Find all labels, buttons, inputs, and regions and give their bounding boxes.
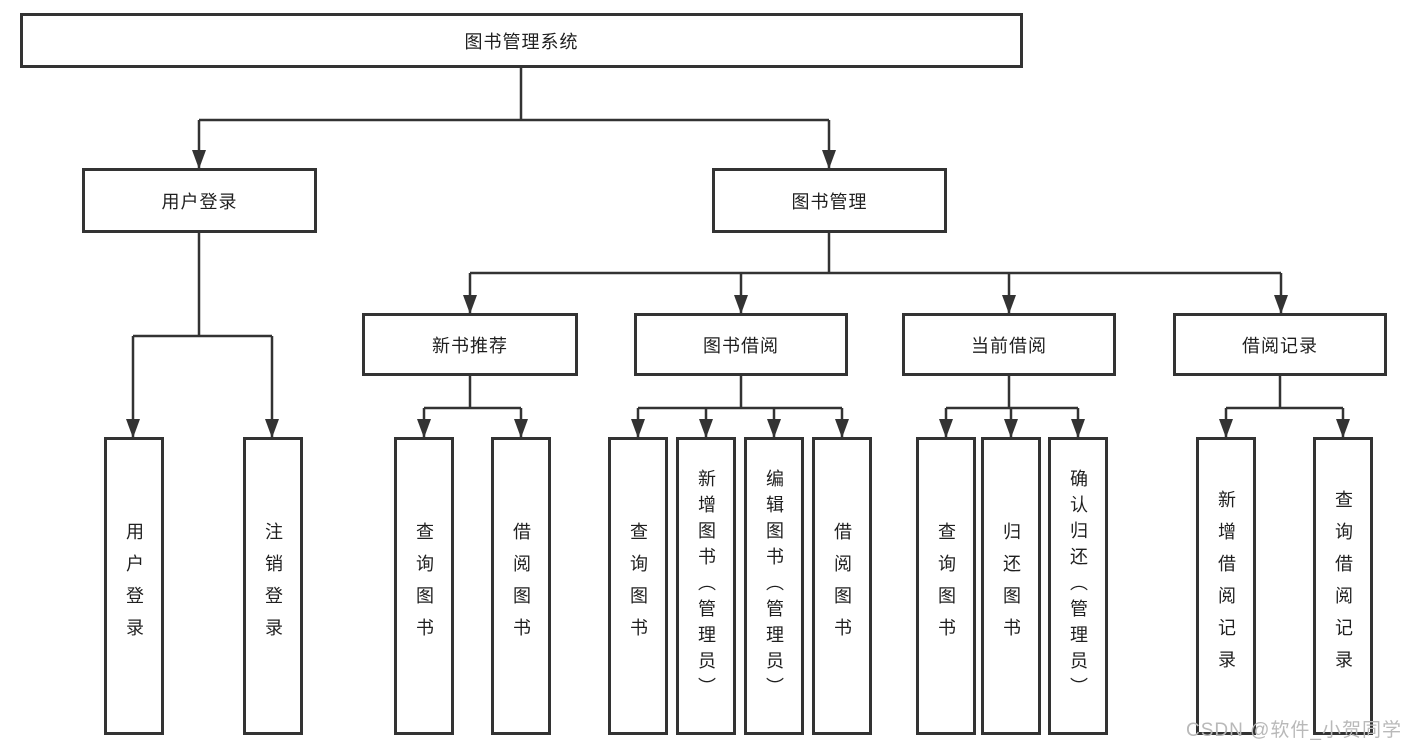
node-current-borrowing: 当前借阅 [902, 313, 1116, 376]
connector-root-to-level2 [197, 68, 831, 169]
leaf-user-login-label: 用户登录 [124, 522, 144, 650]
connector-bookmgmt-to-level3 [468, 233, 1283, 314]
leaf-recommend-query-books: 查询图书 [394, 437, 454, 735]
leaf-return-books-label: 归还图书 [1001, 522, 1021, 650]
leaf-current-query-books: 查询图书 [916, 437, 976, 735]
leaf-confirm-return-admin-label: 确认归还（管理员） [1068, 469, 1088, 703]
csdn-watermark: CSDN @软件_小贺同学 [1186, 720, 1402, 741]
leaf-recommend-borrow-books: 借阅图书 [491, 437, 551, 735]
leaf-borrowing-query-books: 查询图书 [608, 437, 668, 735]
node-user-login: 用户登录 [82, 168, 317, 233]
node-borrowing-records: 借阅记录 [1173, 313, 1387, 376]
connector-borrowrecords-to-leaves [1224, 376, 1345, 438]
leaf-query-borrow-record-label: 查询借阅记录 [1333, 490, 1353, 682]
leaf-logout-label: 注销登录 [263, 522, 283, 650]
leaf-return-books: 归还图书 [981, 437, 1041, 735]
node-book-borrowing: 图书借阅 [634, 313, 848, 376]
node-new-book-recommendation-label: 新书推荐 [432, 335, 508, 356]
node-root-label: 图书管理系统 [464, 31, 579, 52]
connector-userlogin-to-leaves [131, 233, 274, 438]
node-root: 图书管理系统 [20, 13, 1023, 68]
node-book-borrowing-label: 图书借阅 [703, 335, 779, 356]
leaf-recommend-borrow-books-label: 借阅图书 [511, 522, 531, 650]
leaf-recommend-query-books-label: 查询图书 [414, 522, 434, 650]
leaf-add-borrow-record: 新增借阅记录 [1196, 437, 1256, 735]
node-book-management-label: 图书管理 [791, 191, 868, 212]
node-user-login-label: 用户登录 [161, 191, 238, 212]
leaf-query-borrow-record: 查询借阅记录 [1313, 437, 1373, 735]
node-new-book-recommendation: 新书推荐 [362, 313, 578, 376]
leaf-edit-books-admin-label: 编辑图书（管理员） [764, 469, 784, 703]
connector-newbookrec-to-leaves [422, 376, 523, 438]
node-borrowing-records-label: 借阅记录 [1242, 335, 1318, 356]
node-current-borrowing-label: 当前借阅 [971, 335, 1047, 356]
leaf-user-login: 用户登录 [104, 437, 164, 735]
leaf-borrowing-query-books-label: 查询图书 [628, 522, 648, 650]
leaf-add-books-admin: 新增图书（管理员） [676, 437, 736, 735]
connector-bookborrow-to-leaves [636, 376, 844, 438]
node-book-management: 图书管理 [712, 168, 947, 233]
leaf-add-books-admin-label: 新增图书（管理员） [696, 469, 716, 703]
leaf-logout: 注销登录 [243, 437, 303, 735]
leaf-borrowing-borrow-books: 借阅图书 [812, 437, 872, 735]
leaf-current-query-books-label: 查询图书 [936, 522, 956, 650]
leaf-add-borrow-record-label: 新增借阅记录 [1216, 490, 1236, 682]
leaf-borrowing-borrow-books-label: 借阅图书 [832, 522, 852, 650]
leaf-edit-books-admin: 编辑图书（管理员） [744, 437, 804, 735]
leaf-confirm-return-admin: 确认归还（管理员） [1048, 437, 1108, 735]
arrowhead-icons [126, 150, 1350, 438]
